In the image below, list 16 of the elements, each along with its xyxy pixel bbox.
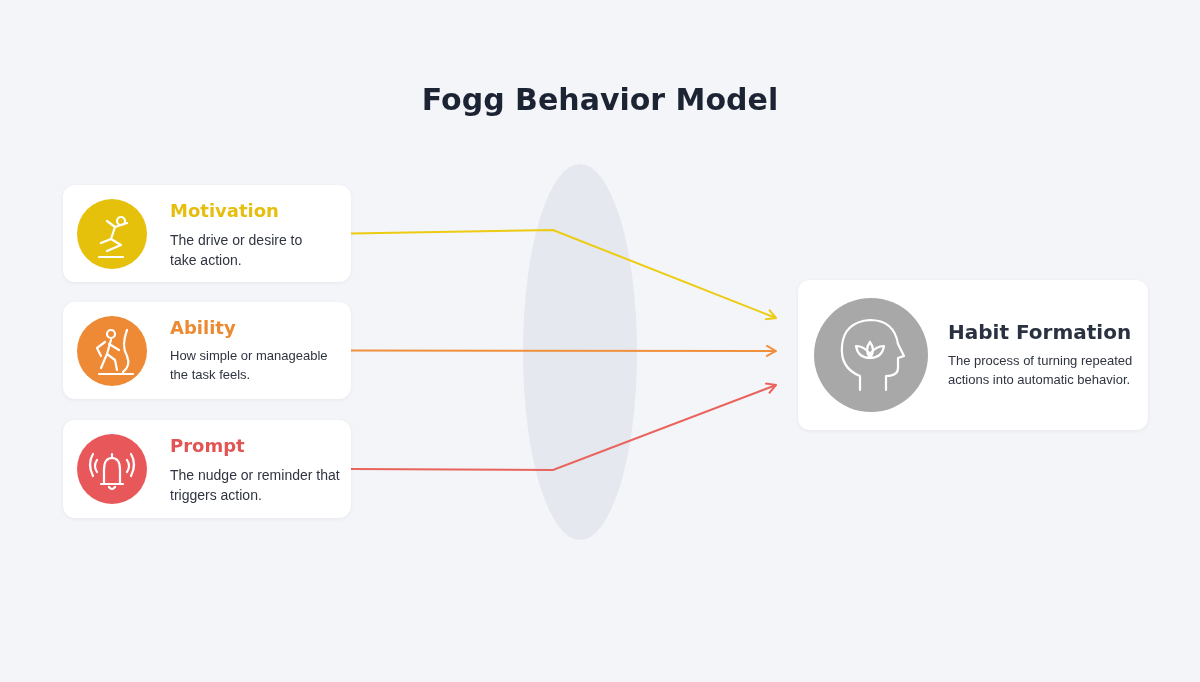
card [63, 302, 351, 399]
card-title: Ability [170, 317, 236, 338]
card-description: The drive or desire to take action. [170, 231, 304, 271]
arrow [350, 229, 777, 321]
card-description: The nudge or reminder that triggers action. [170, 466, 340, 506]
card [798, 280, 1148, 430]
diagram-title: Fogg Behavior Model [420, 82, 780, 117]
card [63, 420, 351, 518]
card-title: Habit Formation [948, 320, 1132, 344]
arrow [350, 345, 777, 357]
arrow [350, 382, 777, 471]
card-description: How simple or manageable the task feels. [170, 347, 329, 384]
card-title: Motivation [170, 200, 279, 221]
card-description: The process of turning repeated actions into automatic behavior. [948, 352, 1134, 389]
card [63, 185, 351, 282]
card-title: Prompt [170, 435, 245, 456]
